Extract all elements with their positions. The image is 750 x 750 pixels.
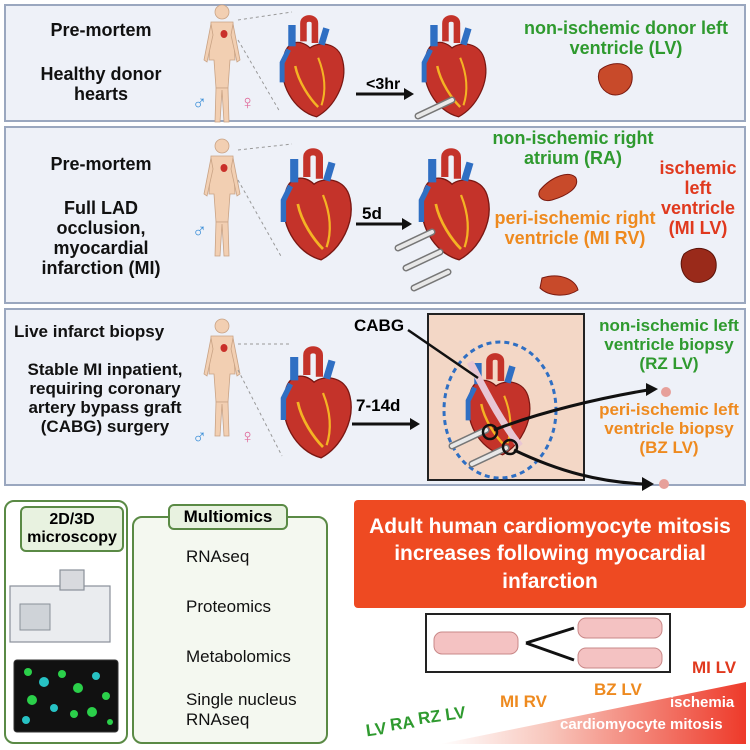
biopsy-site-marker xyxy=(481,423,499,441)
time-label: <3hr xyxy=(366,76,401,93)
panel-healthy-donor: Pre-mortem Healthy donor hearts ♂ ♀ <3hr… xyxy=(4,4,746,122)
zoom-guide-line xyxy=(237,11,293,21)
rz-tissue-icon xyxy=(661,387,671,397)
rz-arrow-line xyxy=(493,388,649,432)
gradient-text-ischemia: ischemia xyxy=(670,694,735,711)
omics-item-metabolomics: Metabolomics xyxy=(186,647,291,666)
male-symbol: ♂ xyxy=(192,220,207,242)
tissue-mi-lv-icon xyxy=(680,247,717,283)
zoom-guide-line xyxy=(237,179,283,259)
biopsy-site-marker xyxy=(501,438,519,456)
female-symbol: ♀ xyxy=(240,92,255,114)
male-symbol: ♂ xyxy=(192,92,207,114)
cohort-label: Stable MI inpatient, requiring coronary … xyxy=(27,360,183,437)
time-label: 5d xyxy=(362,204,382,223)
microscopy-title: 2D/3D microscopy xyxy=(20,506,124,552)
division-arrow xyxy=(525,626,575,662)
human-figure xyxy=(203,4,241,123)
heart-icon xyxy=(421,152,489,260)
cabg-label: CABG xyxy=(354,316,405,335)
daughter-cell-icon xyxy=(577,617,663,639)
gradient-label-ra: RA xyxy=(388,712,416,735)
multiomics-title: Multiomics xyxy=(168,504,288,530)
zoom-guide-line xyxy=(237,39,281,113)
cohort-label: Full LAD occlusion, myocardial infarctio… xyxy=(41,198,161,279)
gradient-label-bz-lv: BZ LV xyxy=(594,680,642,699)
microscope-stage-icon xyxy=(19,603,51,631)
panel-mi-postmortem: Pre-mortem Full LAD occlusion, myocardia… xyxy=(4,126,746,304)
arrow-head-icon xyxy=(646,383,658,396)
arrow-head-icon xyxy=(404,88,414,100)
heart-icon xyxy=(424,18,486,116)
cell-image-icon xyxy=(22,668,113,725)
bz-arrow-line xyxy=(513,448,645,486)
biopsy-needle-icon xyxy=(398,232,432,248)
human-figure xyxy=(203,318,241,437)
cabg-pointer-line xyxy=(407,328,479,380)
zoom-guide-line xyxy=(237,143,293,151)
tissue-ra-icon xyxy=(538,174,578,201)
sample-label-lv: non-ischemic donor left ventricle (LV) xyxy=(523,18,728,59)
sample-label-mi-lv: ischemic left ventricle (MI LV) xyxy=(659,158,737,239)
sample-label-bz-lv: peri-ischemic left ventricle biopsy (BZ … xyxy=(599,400,739,458)
bz-tissue-icon xyxy=(659,479,669,489)
heart-icon xyxy=(283,152,351,260)
stage-label: Pre-mortem xyxy=(50,20,152,40)
tissue-rv-icon xyxy=(539,275,579,296)
arrow-head-icon xyxy=(642,477,654,491)
zoom-guide-line xyxy=(237,369,283,457)
omics-item-proteomics: Proteomics xyxy=(186,597,272,616)
sample-label-rz-lv: non-ischemic left ventricle biopsy (RZ L… xyxy=(599,316,739,374)
gradient-label-lv: LV xyxy=(364,718,388,741)
microscopy-panel xyxy=(4,500,128,744)
microscope-head-icon xyxy=(59,569,85,591)
tissue-lv-icon xyxy=(597,63,633,96)
omics-item-rnaseq: RNAseq xyxy=(186,547,250,566)
biopsy-needle-icon xyxy=(406,252,440,268)
cardiomyocyte-icon xyxy=(433,631,519,655)
arrow-head-icon xyxy=(410,418,420,430)
cohort-label: Healthy donor hearts xyxy=(40,64,162,105)
omics-item-single-nucleus: Single nucleus RNAseq xyxy=(186,690,297,729)
male-symbol: ♂ xyxy=(192,426,207,448)
daughter-cell-icon xyxy=(577,647,663,669)
heart-icon xyxy=(283,350,351,458)
gradient-label-mi-lv: MI LV xyxy=(692,658,737,677)
sample-label-mi-rv: peri-ischemic right ventricle (MI RV) xyxy=(494,208,656,249)
bypass-graft-icon xyxy=(466,360,523,449)
gradient-text-mitosis: cardiomyocyte mitosis xyxy=(560,716,723,733)
conclusion-banner: Adult human cardiomyocyte mitosis increa… xyxy=(354,500,746,608)
heart-icon xyxy=(282,18,344,116)
time-label: 7-14d xyxy=(356,396,401,415)
ischemia-gradient-wedge xyxy=(440,682,746,744)
female-symbol: ♀ xyxy=(240,426,255,448)
arrow-head-icon xyxy=(402,218,412,230)
biopsy-needle-icon xyxy=(414,272,448,288)
human-figure xyxy=(203,138,241,257)
multiomics-panel xyxy=(132,516,328,744)
sample-label-ra: non-ischemic right atrium (RA) xyxy=(492,128,654,169)
gradient-label-mi-rv: MI RV xyxy=(500,692,547,711)
stage-label: Live infarct biopsy xyxy=(14,322,165,341)
panel-live-biopsy: Live infarct biopsy Stable MI inpatient,… xyxy=(4,308,746,486)
stage-label: Pre-mortem xyxy=(50,154,152,174)
